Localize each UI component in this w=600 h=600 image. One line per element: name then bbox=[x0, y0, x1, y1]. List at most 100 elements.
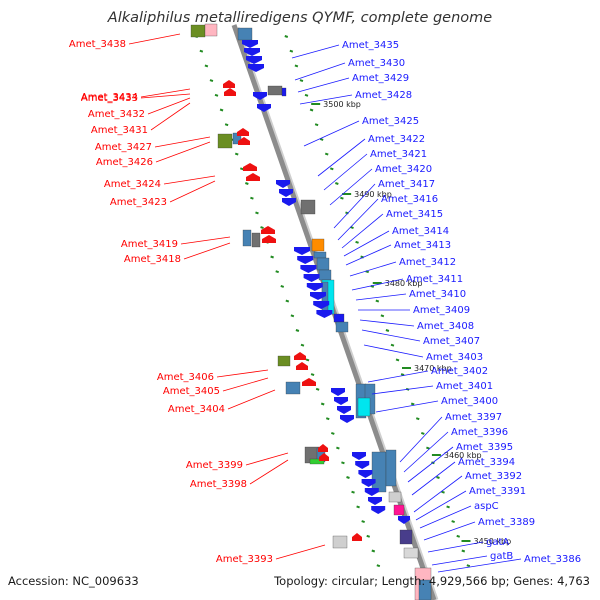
tick-mark bbox=[199, 49, 204, 53]
tick-mark bbox=[415, 417, 420, 421]
gene-label-amet-3423: Amet_3423 bbox=[110, 197, 167, 208]
gene-label-amet-3391: Amet_3391 bbox=[469, 486, 526, 497]
leader-line bbox=[245, 452, 289, 466]
tick-mark bbox=[336, 446, 340, 450]
tick-mark bbox=[410, 402, 415, 406]
gene-label-amet-3386: Amet_3386 bbox=[524, 554, 581, 565]
map-title: Alkaliphilus metalliredigens QYMF, compl… bbox=[107, 10, 493, 26]
tick-mark bbox=[310, 373, 315, 377]
gene-arrow-forward bbox=[262, 235, 276, 243]
leader-line bbox=[345, 244, 392, 266]
gene-arrow-reverse bbox=[364, 488, 379, 496]
gene-label-amet-3405: Amet_3405 bbox=[163, 386, 220, 397]
tick-mark bbox=[320, 402, 325, 406]
leader-line bbox=[359, 319, 415, 327]
gene-arrow-reverse bbox=[294, 247, 310, 255]
tick-mark bbox=[346, 476, 350, 479]
gene-box bbox=[251, 232, 261, 248]
leader-line bbox=[361, 329, 421, 342]
gene-label-amet-3435: Amet_3435 bbox=[342, 40, 399, 51]
scale-tick-label: 3450 kbp bbox=[474, 537, 512, 546]
leader-line bbox=[411, 461, 456, 496]
tick-mark bbox=[304, 93, 309, 97]
gene-box bbox=[285, 381, 301, 395]
tick-mark bbox=[294, 64, 299, 68]
gene-box bbox=[217, 133, 233, 149]
leader-line bbox=[337, 198, 379, 241]
tick-mark bbox=[284, 35, 289, 38]
gene-label-amet-3426: Amet_3426 bbox=[96, 157, 153, 168]
tick-mark bbox=[441, 490, 445, 494]
gene-arrow-forward bbox=[319, 453, 329, 461]
tick-mark bbox=[290, 314, 295, 318]
tick-mark bbox=[350, 226, 354, 230]
scale-tick-label: 3470 kbp bbox=[414, 364, 452, 373]
leader-line bbox=[163, 175, 216, 185]
gene-box bbox=[399, 529, 413, 545]
tick-mark bbox=[239, 167, 244, 171]
gene-arrow-reverse bbox=[361, 479, 376, 487]
leader-line bbox=[349, 261, 397, 277]
gene-label-amet-3415: Amet_3415 bbox=[386, 209, 443, 220]
gene-arrow-reverse bbox=[276, 180, 290, 188]
gene-arrow-forward bbox=[223, 80, 235, 88]
tick-mark bbox=[260, 226, 264, 230]
gene-arrow-reverse bbox=[340, 415, 354, 423]
gene-arrow-reverse bbox=[248, 64, 264, 72]
tick-mark bbox=[361, 520, 365, 524]
leader-line bbox=[403, 431, 449, 473]
gene-box bbox=[313, 251, 327, 259]
gene-arrow-reverse bbox=[358, 470, 373, 478]
gene-arrow-forward bbox=[246, 173, 260, 181]
gene-features bbox=[190, 23, 432, 600]
gene-box bbox=[309, 458, 325, 465]
leader-line bbox=[375, 400, 439, 413]
leader-line bbox=[399, 416, 443, 463]
gene-box bbox=[242, 229, 252, 247]
tick-mark bbox=[421, 431, 425, 435]
leader-line bbox=[275, 544, 326, 560]
gene-arrow-forward bbox=[238, 137, 250, 145]
gene-arrow-reverse bbox=[303, 274, 320, 282]
gene-label-amet-3402: Amet_3402 bbox=[431, 366, 488, 377]
gene-arrow-forward bbox=[318, 444, 328, 452]
gene-box bbox=[267, 85, 283, 96]
tick-mark bbox=[309, 108, 314, 112]
gene-label-amet-3398: Amet_3398 bbox=[190, 479, 247, 490]
leader-line bbox=[291, 44, 340, 59]
tick-mark bbox=[461, 549, 466, 553]
gene-arrow-forward bbox=[294, 352, 306, 360]
leader-line bbox=[169, 180, 216, 203]
gene-arrow-reverse bbox=[253, 92, 267, 100]
gene-box bbox=[316, 257, 330, 271]
gene-arrow-reverse bbox=[337, 406, 351, 414]
tick-mark bbox=[351, 490, 355, 494]
leader-line bbox=[140, 93, 191, 99]
leader-line bbox=[437, 558, 522, 573]
leader-line bbox=[323, 153, 368, 191]
leader-line bbox=[140, 88, 191, 98]
leader-line bbox=[371, 385, 434, 395]
gene-arrow-forward bbox=[302, 378, 316, 386]
gene-label-amet-3421: Amet_3421 bbox=[370, 149, 427, 160]
gene-box bbox=[388, 491, 402, 503]
gene-label-gata: gatA bbox=[486, 537, 509, 548]
gene-arrow-reverse bbox=[310, 292, 326, 300]
gene-labels: Amet_3438Amet_3434Amet_3433Amet_3432Amet… bbox=[69, 39, 581, 565]
gene-label-amet-3420: Amet_3420 bbox=[375, 164, 432, 175]
leader-line bbox=[343, 230, 390, 257]
leader-line bbox=[413, 475, 463, 513]
tick-mark bbox=[315, 387, 320, 391]
gene-label-amet-3392: Amet_3392 bbox=[465, 471, 522, 482]
leader-line bbox=[180, 236, 231, 245]
gene-label-amet-3419: Amet_3419 bbox=[121, 239, 178, 250]
gene-arrow-reverse bbox=[279, 189, 293, 197]
gene-arrow-reverse bbox=[316, 310, 333, 318]
tick-mark bbox=[376, 564, 381, 568]
gene-arrow-reverse bbox=[297, 256, 314, 264]
leader-line bbox=[363, 344, 424, 358]
gene-arrow-reverse bbox=[398, 516, 410, 524]
tick-mark bbox=[390, 343, 395, 347]
gene-box bbox=[371, 451, 387, 493]
